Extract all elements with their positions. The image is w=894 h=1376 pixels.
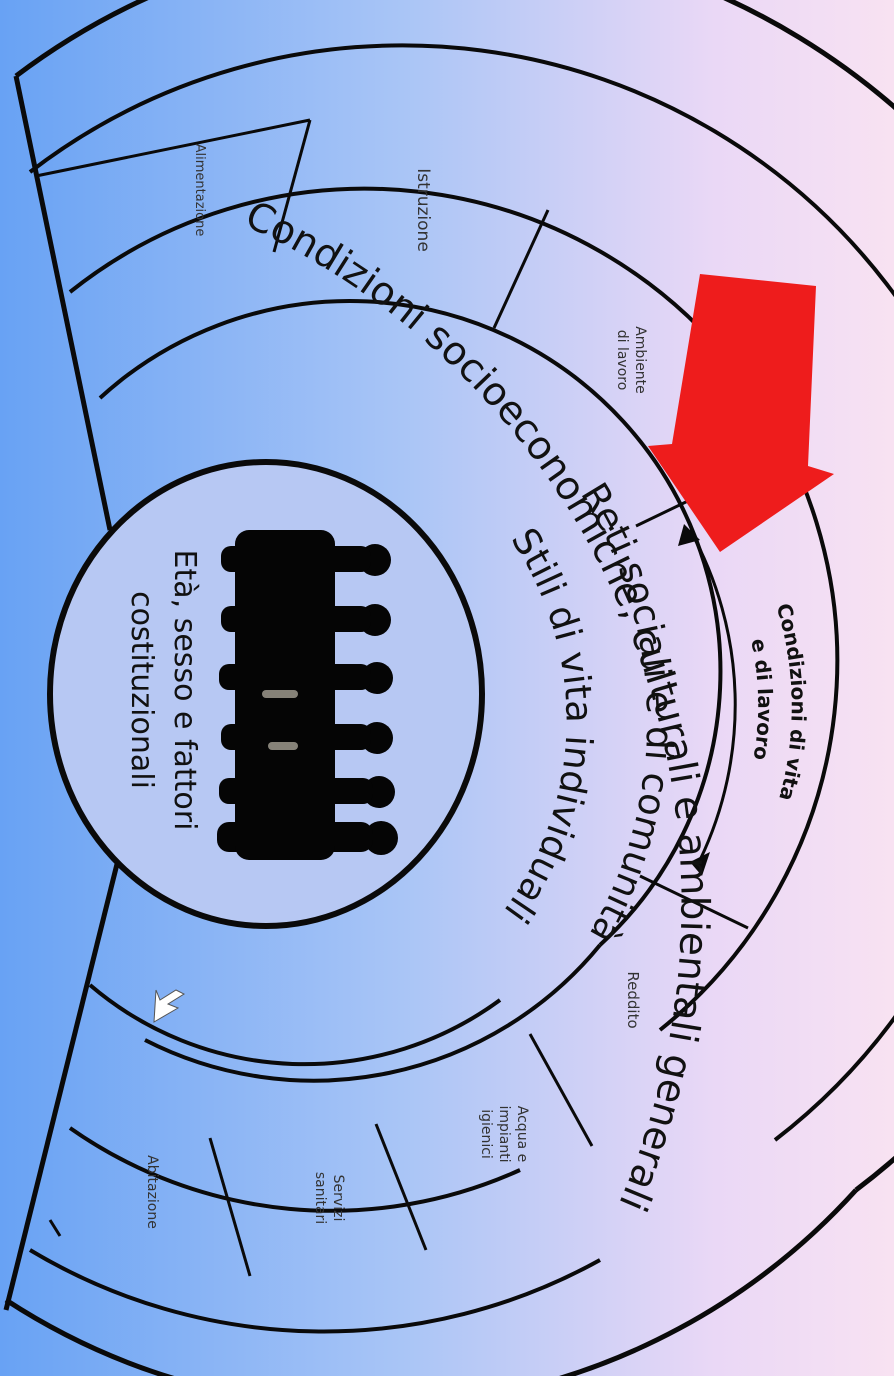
sector-ambiente-1: Ambiente [632,326,648,394]
core-label-line2: costituzionali [124,591,159,789]
lifestyle-layer-label: Stili di vita individuali [496,520,601,931]
sector-abitazione: Abitazione [144,1155,160,1229]
left-edge-lower [6,860,118,1310]
red-arrow-icon [648,274,834,552]
ring-2-lower [30,1250,600,1331]
center-label-line2: e di lavoro [746,636,777,762]
cursor-icon [154,990,184,1022]
left-edge-upper [16,76,110,530]
center-label-line1: Condizioni di vita [772,601,811,804]
ring-3-lower [70,1128,520,1211]
sector-servizi-2: sanitari [312,1172,328,1224]
sector-istruzione: Istruzione [413,168,433,252]
sector-acqua-2: impianti [496,1105,512,1162]
sector-reddito: Reddito [624,971,642,1028]
sector-servizi-1: Servizi [330,1175,346,1222]
core-label-line1: Età, sesso e fattori [167,550,202,831]
sector-alimentazione: Alimentazione [192,144,207,237]
sector-acqua-1: Acqua e [514,1106,530,1162]
ring-5-lower [90,985,500,1064]
sector-ambiente-2: di lavoro [614,330,630,391]
sector-acqua-3: igienici [478,1109,494,1159]
ring-4b [145,945,600,1081]
outer-ring-lower [6,1190,856,1376]
